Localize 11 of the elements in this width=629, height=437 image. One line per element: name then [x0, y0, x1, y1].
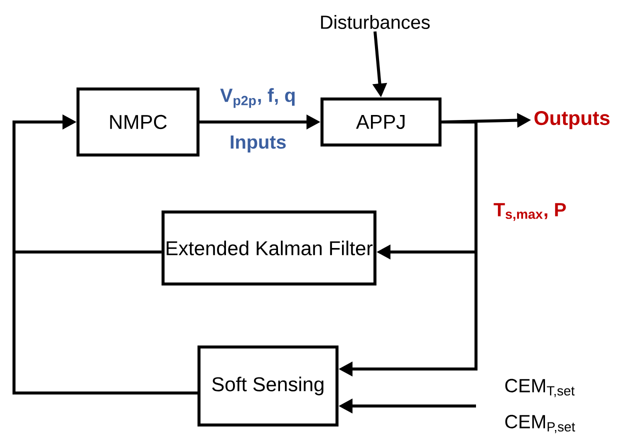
setpoint-text: CEM$_{T,set}$ CEM$_{P,set}$ [505, 378, 576, 434]
edge-label: T$_{s,max}$, P [494, 203, 566, 221]
edge-label: V$_{p2p}$, f, q [220, 88, 295, 108]
output-text: Outputs [534, 110, 610, 130]
block-box: Soft Sensing [198, 346, 338, 426]
input-text: Disturbances [321, 15, 430, 29]
signal-label: Inputs [230, 136, 286, 152]
block-box: NMPC [76, 88, 200, 156]
block-box: Extended Kalman Filter [162, 210, 376, 286]
block-box: APPJ [320, 98, 442, 146]
arrow [12, 114, 198, 394]
